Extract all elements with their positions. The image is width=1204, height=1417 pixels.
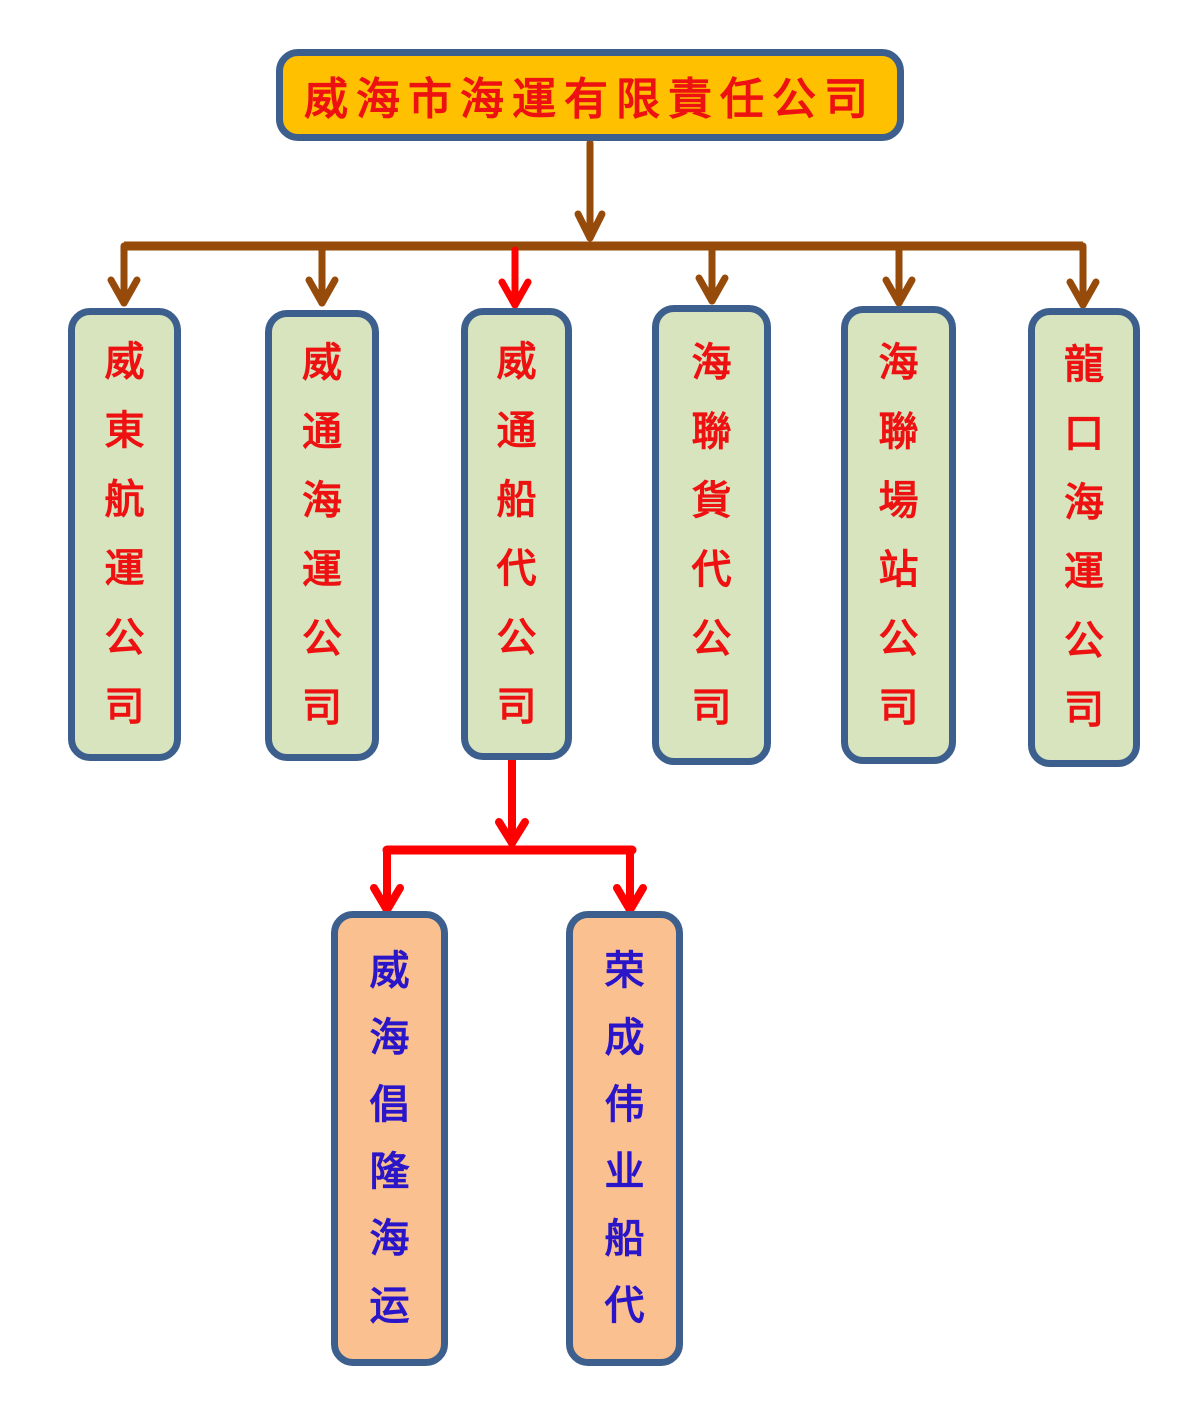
- name-character: 公: [691, 614, 732, 662]
- subsidiary-box-highlighted: 威通船代公司: [461, 308, 572, 760]
- subsidiary-box: 海聯場站公司: [841, 306, 956, 764]
- name-character: 司: [104, 683, 145, 730]
- subsidiary-box: 龍口海運公司: [1028, 308, 1140, 767]
- name-character: 站: [878, 545, 919, 593]
- subsidiary-box: 海聯貨代公司: [652, 305, 771, 765]
- name-character: 海: [369, 1014, 410, 1061]
- subsidiary-name: 海聯場站公司: [878, 338, 919, 731]
- name-character: 威: [369, 947, 410, 994]
- sub-subsidiary-name: 威海倡隆海运: [370, 951, 410, 1326]
- name-character: 司: [1064, 686, 1104, 733]
- connector-drop-3: [498, 246, 532, 309]
- name-character: 成: [604, 1014, 645, 1061]
- name-character: 代: [496, 544, 537, 592]
- sub-subsidiary-name: 荣成伟业船代: [605, 951, 645, 1326]
- name-character: 通: [302, 408, 342, 455]
- name-character: 航: [104, 476, 145, 523]
- sub-subsidiary-box: 荣成伟业船代: [566, 911, 683, 1366]
- name-character: 東: [104, 407, 145, 454]
- name-character: 荣: [604, 947, 645, 994]
- connector-root-trunk: [574, 139, 606, 242]
- name-character: 船: [496, 475, 537, 523]
- sub-subsidiary-box: 威海倡隆海运: [331, 911, 448, 1366]
- connector-drop-5: [882, 242, 916, 307]
- name-character: 司: [302, 684, 342, 731]
- name-character: 公: [1064, 617, 1104, 664]
- subsidiary-name: 龍口海運公司: [1064, 345, 1104, 730]
- name-character: 司: [691, 683, 732, 731]
- name-character: 伟: [604, 1081, 645, 1128]
- name-character: 业: [604, 1148, 645, 1195]
- subsidiary-name: 威通船代公司: [496, 337, 537, 730]
- root-company-name: 威海市海運有限責任公司: [304, 74, 876, 125]
- name-character: 海: [691, 338, 732, 386]
- name-character: 威: [302, 339, 342, 386]
- name-character: 口: [1064, 410, 1104, 457]
- name-character: 公: [104, 614, 145, 661]
- connector-drop-6: [1066, 242, 1100, 309]
- subsidiary-name: 海聯貨代公司: [691, 338, 732, 731]
- name-character: 海: [878, 338, 919, 386]
- subsidiary-box: 威通海運公司: [265, 310, 379, 761]
- subsidiary-box: 威東航運公司: [68, 308, 181, 761]
- name-character: 司: [878, 683, 919, 731]
- name-character: 海: [369, 1215, 410, 1262]
- name-character: 公: [496, 613, 537, 661]
- subsidiary-name: 威通海運公司: [302, 343, 342, 728]
- name-character: 運: [302, 546, 342, 593]
- name-character: 代: [604, 1282, 645, 1329]
- name-character: 運: [1064, 548, 1104, 595]
- connector-drop-2: [305, 242, 339, 307]
- name-character: 運: [104, 545, 145, 592]
- name-character: 倡: [369, 1081, 410, 1128]
- name-character: 隆: [369, 1148, 410, 1195]
- name-character: 代: [691, 545, 732, 593]
- connector-drop-4: [695, 242, 729, 305]
- name-character: 貨: [691, 476, 732, 524]
- name-character: 威: [496, 337, 537, 385]
- name-character: 聯: [691, 407, 732, 455]
- name-character: 聯: [878, 407, 919, 455]
- name-character: 龍: [1064, 341, 1104, 388]
- name-character: 司: [496, 682, 537, 730]
- subsidiary-name: 威東航運公司: [105, 342, 145, 727]
- name-character: 公: [302, 615, 342, 662]
- name-character: 威: [104, 338, 145, 385]
- name-character: 运: [369, 1282, 410, 1329]
- name-character: 公: [878, 614, 919, 662]
- name-character: 船: [604, 1215, 645, 1262]
- root-company-box: 威海市海運有限責任公司: [276, 49, 904, 141]
- name-character: 場: [878, 476, 919, 524]
- name-character: 通: [496, 406, 537, 454]
- connector-drop-1: [107, 242, 141, 307]
- connector-level2: [370, 754, 647, 914]
- name-character: 海: [302, 477, 342, 524]
- name-character: 海: [1064, 479, 1104, 526]
